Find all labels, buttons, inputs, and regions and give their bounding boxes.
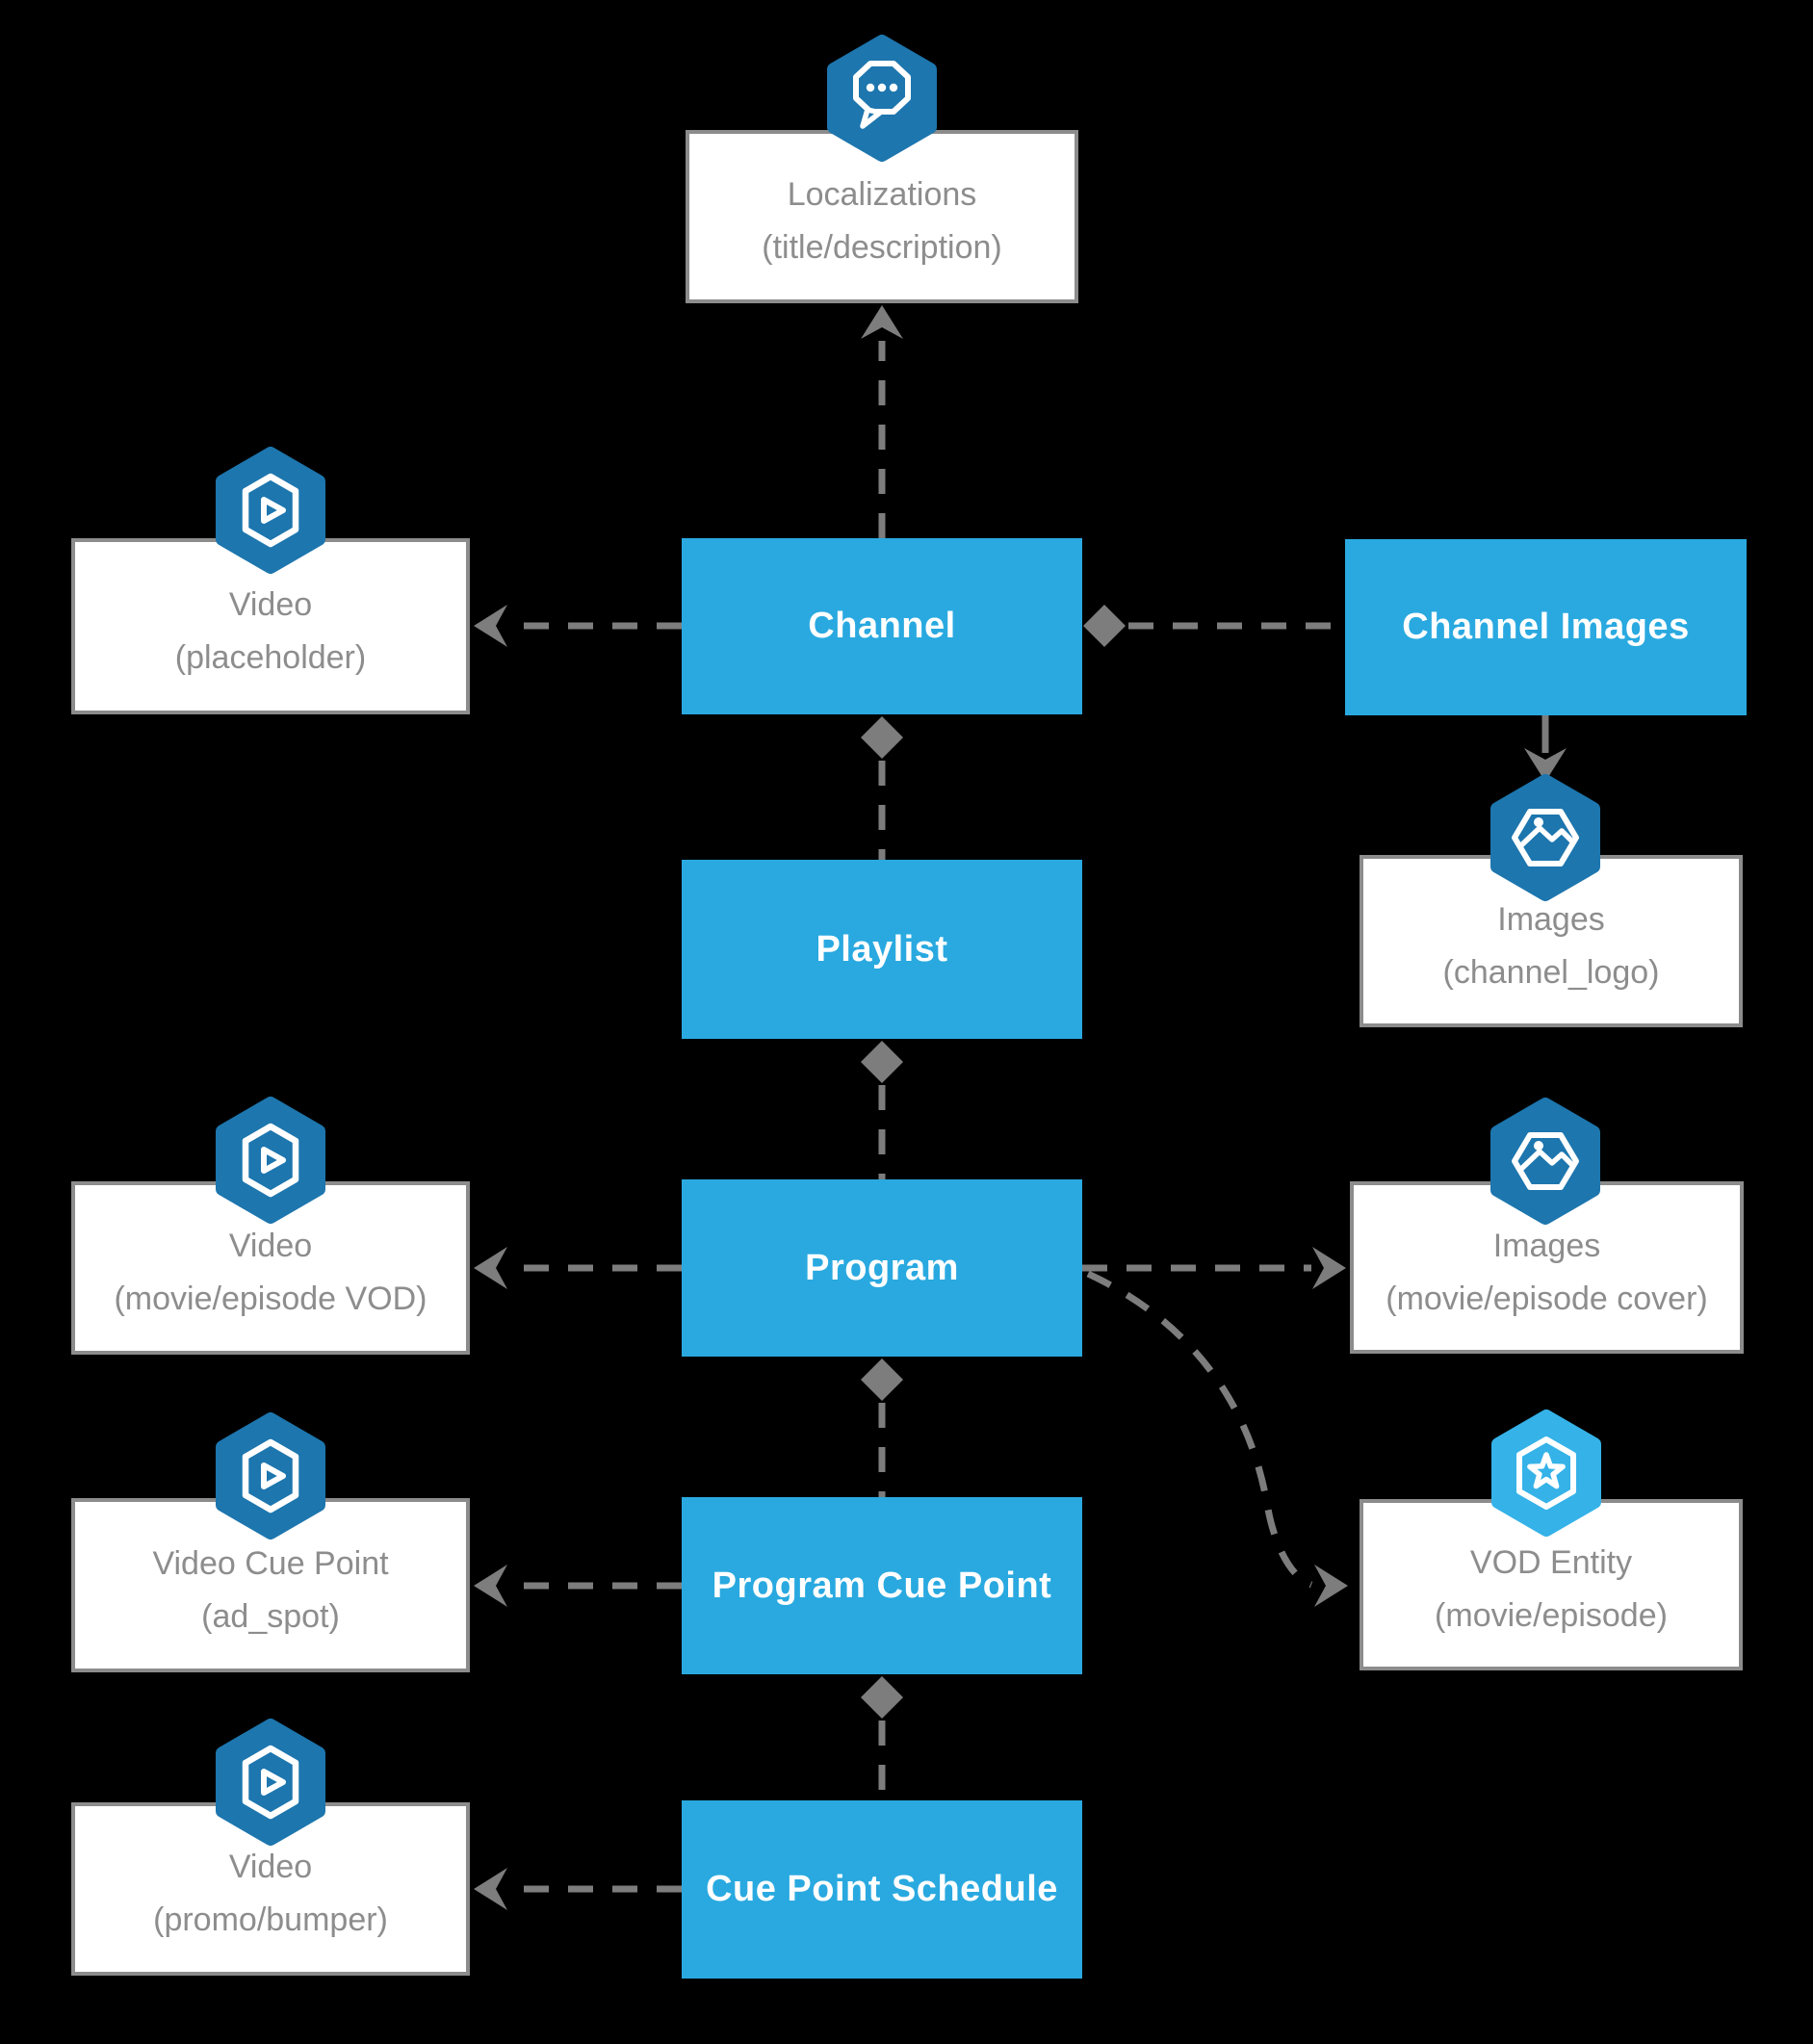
node-label: Program (805, 1247, 959, 1288)
video-icon (211, 1718, 330, 1847)
node-channel: Channel (682, 538, 1082, 714)
node-playlist: Playlist (682, 860, 1082, 1039)
node-sublabel: (movie/episode cover) (1386, 1280, 1708, 1317)
node-channel-images: Channel Images (1345, 539, 1747, 715)
node-label: Video (228, 1849, 313, 1885)
node-localizations: Localizations (title/description) (686, 130, 1078, 303)
node-label: Playlist (816, 928, 948, 970)
node-cue-point-schedule: Cue Point Schedule (682, 1800, 1082, 1979)
node-label: Localizations (787, 176, 977, 213)
node-program: Program (682, 1179, 1082, 1357)
node-sublabel: (placeholder) (174, 638, 367, 676)
node-sublabel: (promo/bumper) (153, 1902, 388, 1938)
image-icon (1486, 773, 1605, 902)
node-label: Cue Point Schedule (706, 1869, 1058, 1909)
chat-icon (822, 34, 942, 163)
node-label: Images (1497, 900, 1605, 938)
node-sublabel: (ad_spot) (201, 1597, 340, 1635)
node-label: Program Cue Point (712, 1565, 1052, 1606)
node-label: Video (228, 585, 313, 623)
node-label: Channel (808, 606, 956, 646)
node-label: Video Cue Point (152, 1544, 389, 1582)
video-icon (211, 446, 330, 575)
node-program-cue-point: Program Cue Point (682, 1497, 1082, 1674)
node-label: Images (1492, 1227, 1601, 1264)
node-sublabel: (title/description) (762, 229, 1002, 266)
video-icon (211, 1096, 330, 1225)
node-label: Video (228, 1228, 313, 1264)
node-label: VOD Entity (1469, 1544, 1633, 1581)
star-icon (1487, 1409, 1606, 1538)
node-sublabel: (movie/episode) (1435, 1597, 1668, 1634)
video-icon (211, 1411, 330, 1540)
node-label: Channel Images (1402, 607, 1690, 647)
image-icon (1486, 1097, 1605, 1226)
node-sublabel: (movie/episode VOD) (114, 1281, 427, 1317)
node-sublabel: (channel_logo) (1442, 953, 1660, 991)
